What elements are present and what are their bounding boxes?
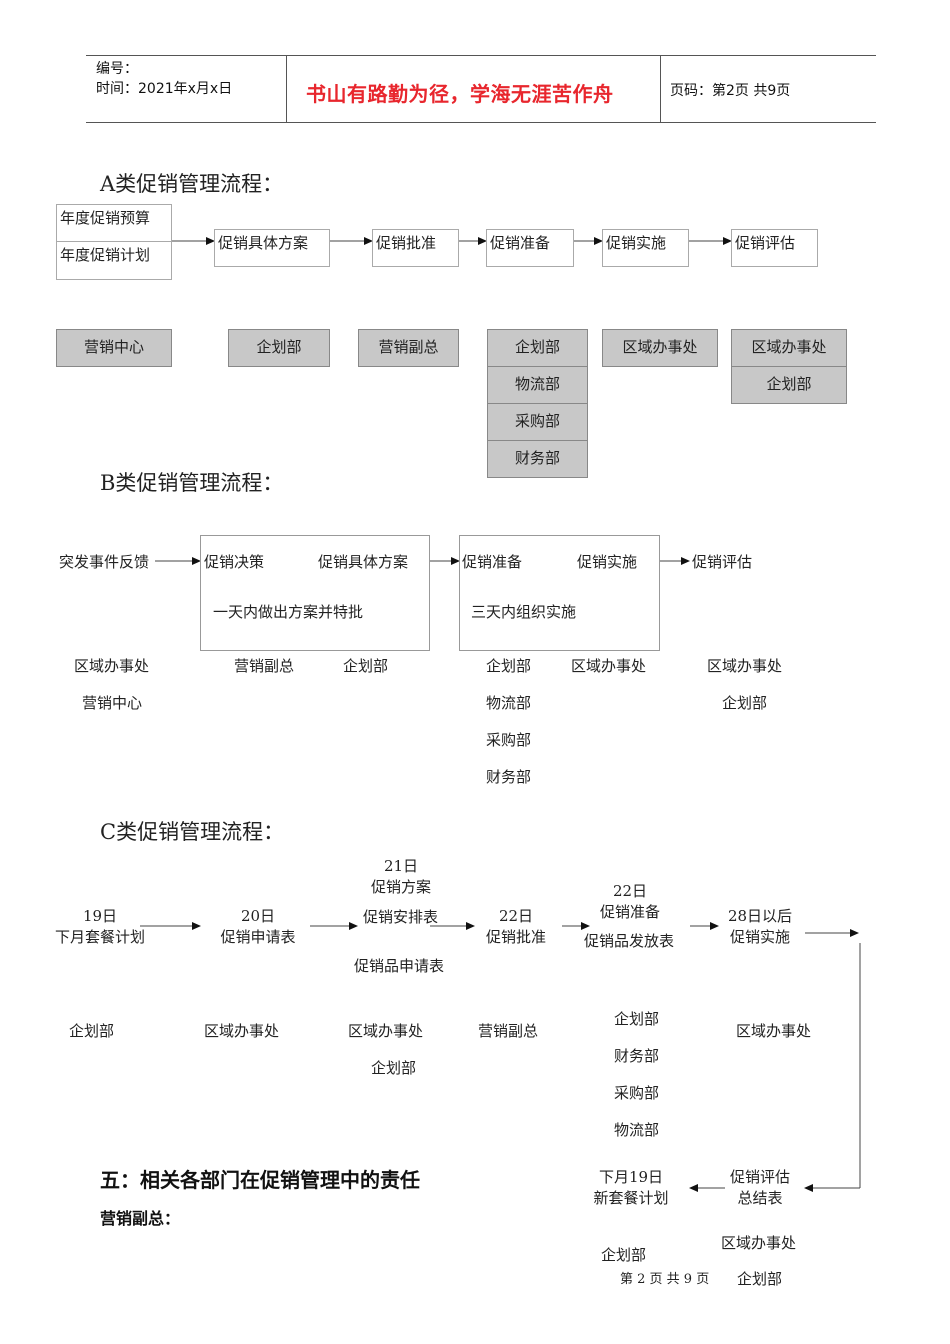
c-step-5-form: 促销品发放表 <box>584 932 675 950</box>
section-5-subheading: 营销副总： <box>100 1209 181 1228</box>
c-dept-label: 财务部 <box>614 1047 660 1065</box>
c-dept-label: 企划部 <box>737 1270 783 1288</box>
a-plan-label: 年度促销计划 <box>60 246 151 264</box>
header-motto: 书山有路勤为径，学海无涯苦作舟 <box>306 82 614 106</box>
b-group-box-1 <box>200 535 430 651</box>
a-dept-box: 营销中心 <box>56 329 172 367</box>
b-dept-label: 物流部 <box>486 694 532 712</box>
header-bottom-rule <box>86 122 876 123</box>
a-dept-box: 物流部 <box>487 366 588 404</box>
b-step-label: 促销准备 <box>462 553 523 571</box>
a-step-evaluate-box: 促销评估 <box>731 229 818 267</box>
c-dept-label: 采购部 <box>614 1084 660 1102</box>
c-step-8-label: 新套餐计划 <box>593 1189 669 1207</box>
c-step-3-date: 21日 <box>383 857 419 875</box>
b-group-box-2 <box>459 535 660 651</box>
header-divider-right <box>660 55 661 123</box>
a-budget-label: 年度促销预算 <box>60 209 151 227</box>
c-step-7-label-1: 促销评估 <box>729 1168 790 1186</box>
c-step-8: 下月19日 新套餐计划 <box>571 1166 691 1208</box>
b-dept-label: 营销副总 <box>234 657 295 675</box>
a-dept-box: 区域办事处 <box>731 329 847 367</box>
a-step-plan-box: 促销具体方案 <box>214 229 330 267</box>
a-step-label: 促销批准 <box>376 234 437 252</box>
c-step-1: 19日 下月套餐计划 <box>40 905 160 947</box>
b-note-2: 三天内组织实施 <box>471 603 577 621</box>
c-step-3: 21日 促销方案 <box>341 855 461 897</box>
c-dept-label: 企划部 <box>371 1059 417 1077</box>
b-dept-label: 区域办事处 <box>74 657 150 675</box>
b-dept-label: 财务部 <box>486 768 532 786</box>
b-dept-label: 区域办事处 <box>707 657 783 675</box>
b-dept-label: 区域办事处 <box>571 657 647 675</box>
a-step-label: 促销准备 <box>490 234 551 252</box>
b-step-label: 促销评估 <box>692 553 753 571</box>
a-budget-box: 年度促销预算 <box>56 204 172 242</box>
c-step-1-date: 19日 <box>82 907 118 925</box>
c-dept-label: 区域办事处 <box>736 1022 812 1040</box>
a-dept-box: 营销副总 <box>358 329 459 367</box>
c-step-4-date: 22日 <box>498 907 534 925</box>
a-dept-box: 企划部 <box>487 329 588 367</box>
b-dept-label: 企划部 <box>343 657 389 675</box>
c-step-5-date: 22日 <box>612 882 648 900</box>
c-step-4: 22日 促销批准 <box>456 905 576 947</box>
b-dept-label: 企划部 <box>486 657 532 675</box>
a-step-prepare-box: 促销准备 <box>486 229 574 267</box>
c-dept-label: 企划部 <box>69 1022 115 1040</box>
c-step-6-date: 28日以后 <box>727 907 793 925</box>
a-plan-box: 年度促销计划 <box>56 241 172 280</box>
section-b-title: B类促销管理流程： <box>100 471 284 495</box>
c-dept-label: 企划部 <box>614 1010 660 1028</box>
c-step-1-label: 下月套餐计划 <box>54 928 145 946</box>
section-c-title: C类促销管理流程： <box>100 820 285 844</box>
page-indicator: 页码：第2页 共9页 <box>670 83 791 99</box>
c-step-6: 28日以后 促销实施 <box>700 905 820 947</box>
c-step-5-label: 促销准备 <box>599 903 660 921</box>
c-step-4-label: 促销批准 <box>485 928 546 946</box>
doc-number-label: 编号： <box>96 61 138 77</box>
c-step-7: 促销评估 总结表 <box>700 1166 820 1208</box>
c-step-3-label: 促销方案 <box>370 878 431 896</box>
a-step-approve-box: 促销批准 <box>372 229 459 267</box>
page-footer: 第 2 页 共 9 页 <box>620 1272 710 1287</box>
b-dept-label: 企划部 <box>722 694 768 712</box>
c-step-3-form-2: 促销品申请表 <box>354 957 445 975</box>
c-dept-label: 区域办事处 <box>721 1234 797 1252</box>
a-dept-box: 财务部 <box>487 440 588 478</box>
c-dept-label: 区域办事处 <box>204 1022 280 1040</box>
c-dept-label: 企划部 <box>601 1246 647 1264</box>
c-step-7-label-2: 总结表 <box>737 1189 783 1207</box>
section-a-title: A类促销管理流程： <box>100 172 284 196</box>
a-dept-box: 采购部 <box>487 403 588 441</box>
c-dept-label: 区域办事处 <box>348 1022 424 1040</box>
a-dept-box: 企划部 <box>731 366 847 404</box>
c-step-8-date: 下月19日 <box>598 1168 664 1186</box>
doc-time-label: 时间：2021年x月x日 <box>96 81 233 97</box>
b-dept-label: 采购部 <box>486 731 532 749</box>
c-step-2-label: 促销申请表 <box>220 928 296 946</box>
a-step-label: 促销评估 <box>735 234 796 252</box>
c-step-5: 22日 促销准备 <box>570 880 690 922</box>
b-step-label: 促销实施 <box>577 553 638 571</box>
a-dept-box: 区域办事处 <box>602 329 718 367</box>
a-step-execute-box: 促销实施 <box>602 229 689 267</box>
section-5-heading: 五：相关各部门在促销管理中的责任 <box>100 1168 420 1192</box>
a-dept-box: 企划部 <box>228 329 330 367</box>
b-dept-label: 营销中心 <box>82 694 143 712</box>
c-step-6-label: 促销实施 <box>729 928 790 946</box>
c-step-2: 20日 促销申请表 <box>198 905 318 947</box>
header-top-rule <box>86 55 876 56</box>
c-step-2-date: 20日 <box>240 907 276 925</box>
a-step-label: 促销实施 <box>606 234 667 252</box>
c-dept-label: 物流部 <box>614 1121 660 1139</box>
c-dept-label: 营销副总 <box>478 1022 539 1040</box>
b-note-1: 一天内做出方案并特批 <box>213 603 364 621</box>
a-step-label: 促销具体方案 <box>218 234 309 252</box>
b-step-label: 突发事件反馈 <box>59 553 150 571</box>
c-step-3-form-1: 促销安排表 <box>363 908 439 926</box>
b-step-label: 促销决策 <box>204 553 265 571</box>
b-step-label: 促销具体方案 <box>318 553 409 571</box>
header-divider-left <box>286 55 287 123</box>
